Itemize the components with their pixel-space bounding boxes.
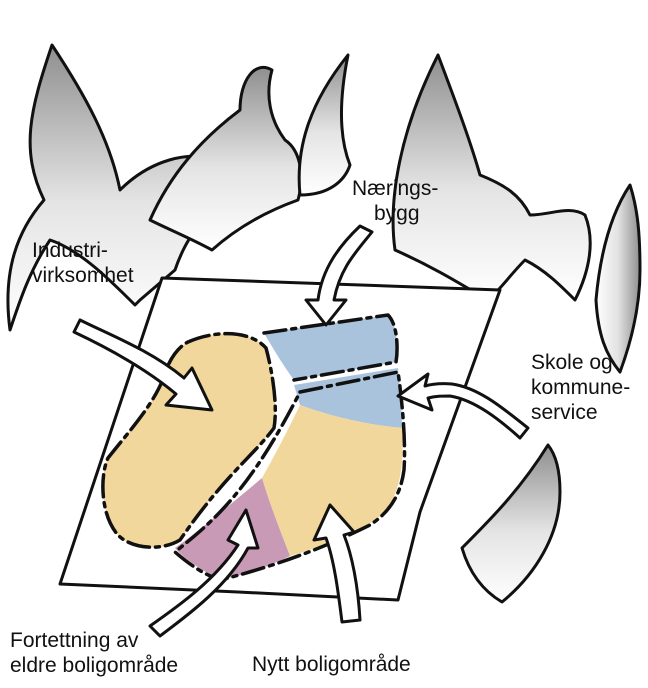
arrow-naeringsbygg: [304, 224, 374, 327]
label-fortetting-line-1: Fortettning av: [10, 629, 139, 652]
arrow-skole: [396, 372, 530, 440]
area-school: [294, 368, 402, 428]
label-skole-line-2: kommune-: [531, 376, 631, 399]
arrow-fortetting: [148, 508, 260, 638]
arrows: [72, 224, 530, 638]
label-nytt-line-1: Nytt boligområde: [252, 653, 411, 676]
label-nytt-boligomrade: Nytt boligområde: [252, 652, 411, 677]
boundary-business: [262, 313, 399, 382]
label-naeringsbygg-line-2: bygg: [374, 202, 420, 225]
label-fortetting: Fortettning av eldre boligområde: [10, 628, 178, 678]
boundary-south-group: [173, 370, 407, 582]
label-skole-line-1: Skole og: [531, 351, 613, 374]
area-business: [264, 315, 398, 380]
land-use-areas: [102, 315, 403, 580]
area-boundaries: [101, 313, 407, 582]
boundary-industry: [101, 331, 278, 549]
label-naeringsbygg: Nærings- bygg: [352, 176, 438, 226]
arrow-nytt: [312, 503, 362, 624]
flame-bottom-right: [460, 443, 562, 604]
label-industri-line-2: virksomhet: [32, 264, 134, 287]
label-skole: Skole og kommune- service: [531, 350, 630, 425]
flame-right: [594, 183, 642, 374]
label-naeringsbygg-line-1: Nærings-: [352, 177, 439, 200]
flames: [6, 43, 642, 604]
arrow-industri: [72, 318, 214, 412]
label-skole-line-3: service: [531, 401, 598, 424]
flame-top-center-left: [148, 66, 303, 252]
area-industry: [102, 333, 276, 548]
flame-top-center: [297, 53, 352, 197]
label-industri-line-1: Industri-: [32, 239, 108, 262]
label-fortetting-line-2: eldre boligområde: [10, 654, 179, 677]
label-industri: Industri- virksomhet: [32, 238, 134, 288]
area-new-housing: [262, 405, 403, 556]
area-densified-housing: [175, 478, 290, 580]
